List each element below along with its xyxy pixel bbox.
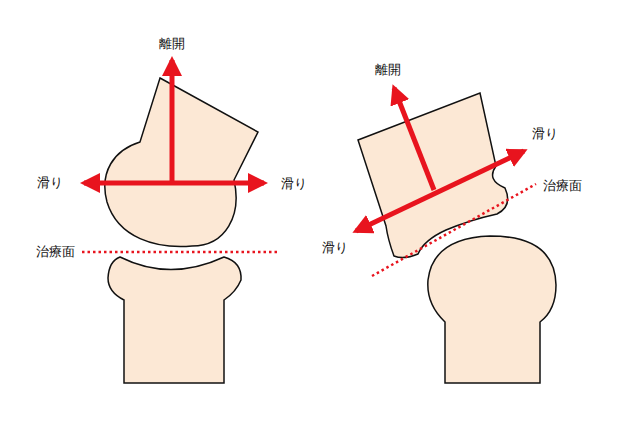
distraction-arrow	[170, 60, 175, 185]
distraction-arrow	[394, 88, 434, 190]
concave-bone	[108, 257, 241, 383]
label: 治療面	[541, 178, 584, 194]
label: 離開	[157, 36, 187, 52]
glide-arrow	[84, 181, 264, 186]
concave-bone	[358, 93, 508, 258]
convex-bone	[105, 78, 258, 246]
label: 治療面	[34, 244, 77, 260]
label: 滑り	[320, 240, 350, 256]
glide-arrow	[356, 151, 524, 231]
convex-bone	[428, 236, 556, 383]
treatment-plane	[82, 251, 278, 254]
label: 滑り	[35, 175, 65, 191]
treatment-plane	[372, 184, 536, 276]
label: 滑り	[279, 176, 309, 192]
label: 滑り	[530, 126, 560, 142]
label: 離開	[373, 62, 403, 78]
